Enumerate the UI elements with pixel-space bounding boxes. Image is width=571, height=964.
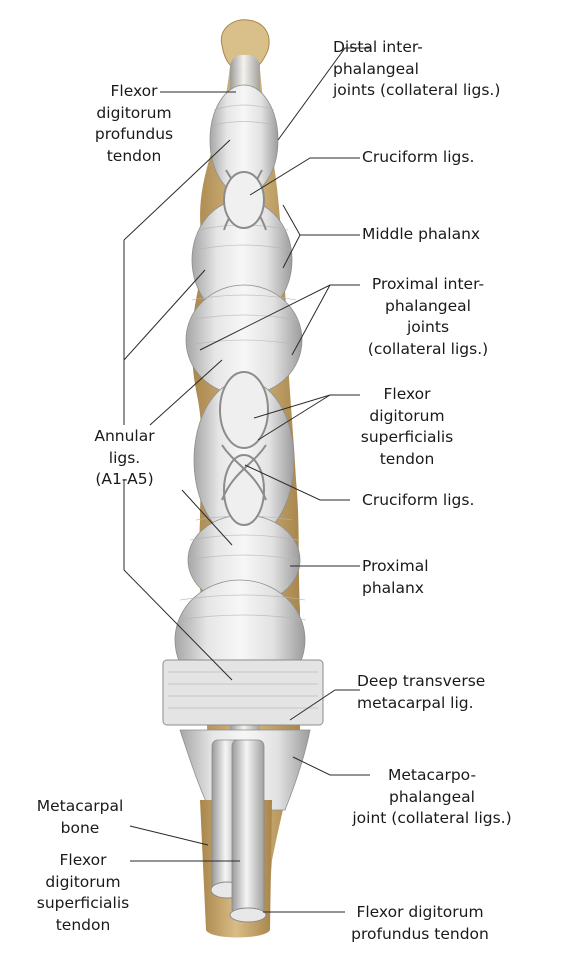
leader-lines — [123, 47, 370, 913]
deep-transverse-metacarpal-ligament — [162, 659, 324, 726]
label-fdp-tendon-bottom: Flexor digitorum profundus tendon — [351, 903, 489, 943]
label-deep-transverse-metacarpal-lig: Deep transverse metacarpal lig. — [357, 672, 486, 712]
label-distal-interphalangeal-joints: Distal inter- phalangeal joints (collate… — [333, 38, 501, 99]
label-annular-ligs: Annular ligs. (A1-A5) — [94, 427, 155, 488]
label-fds-tendon-mid: Flexor digitorum superficialis tendon — [360, 385, 454, 468]
cruciform-ligaments-upper — [223, 169, 267, 231]
label-mcp-joint: Metacarpo- phalangeal joint (collateral … — [352, 766, 512, 827]
label-cruciform-ligs-top: Cruciform ligs. — [362, 148, 475, 166]
label-fds-tendon-bottom: Flexor digitorum superficialis tendon — [36, 851, 130, 934]
label-fdp-tendon-top: Flexor digitorum profundus tendon — [94, 82, 174, 165]
label-proximal-phalanx: Proximal phalanx — [362, 557, 429, 597]
cruciform-ligaments-lower — [219, 371, 269, 526]
label-middle-phalanx: Middle phalanx — [362, 225, 481, 243]
label-metacarpal-bone: Metacarpal bone — [36, 797, 124, 837]
label-proximal-interphalangeal-joints: Proximal inter- phalangeal joints (colla… — [367, 275, 489, 358]
ligament-sheath — [174, 84, 306, 701]
cut-tendons — [210, 739, 267, 923]
label-cruciform-ligs-bottom: Cruciform ligs. — [362, 491, 475, 509]
